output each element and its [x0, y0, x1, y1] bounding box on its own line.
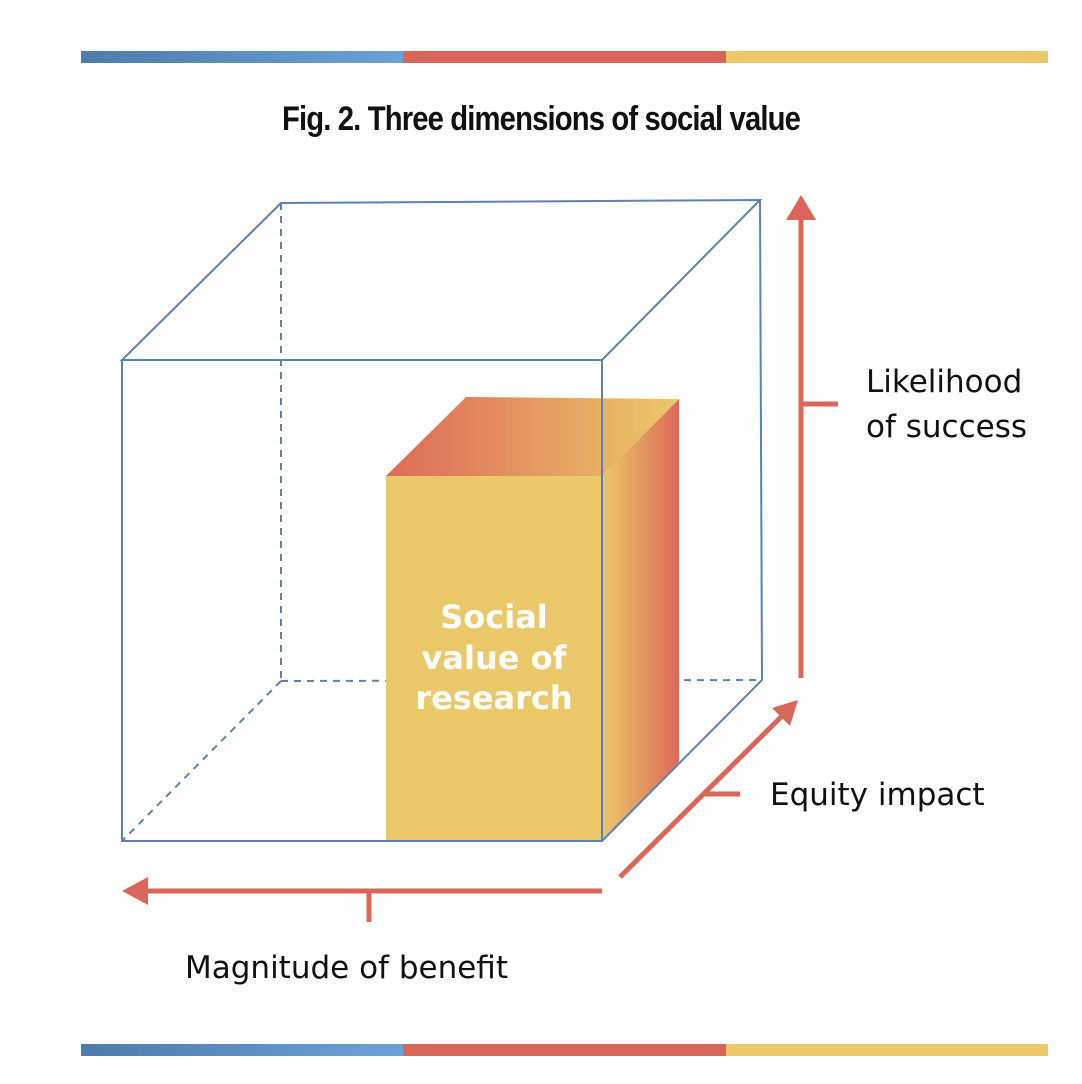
research-value-box: Social value of research [386, 397, 679, 841]
equity-axis-shaft [618, 714, 784, 879]
equity-axis-arrowhead [772, 700, 798, 726]
likelihood-axis [786, 195, 838, 678]
band-blue-segment [81, 1044, 404, 1056]
box-label-line-1: Social [440, 598, 548, 636]
bottom-color-band [81, 1044, 1048, 1056]
cube-hidden-depth-edge [121, 680, 282, 842]
cube-visible-edges [119, 198, 764, 842]
figure-title: Fig. 2. Three dimensions of social value [281, 100, 801, 138]
box-label-line-2: value of [422, 639, 568, 677]
magnitude-label: Magnitude of benefit [185, 950, 508, 986]
equity-axis [618, 700, 798, 879]
cube-right-face-edges [601, 199, 764, 842]
band-yellow-segment [725, 51, 1048, 63]
cube-top-face [119, 198, 763, 361]
box-top-face [386, 397, 679, 476]
magnitude-axis-arrowhead [122, 877, 148, 905]
box-side-face [602, 399, 679, 841]
band-red-segment [403, 51, 726, 63]
likelihood-axis-arrowhead [786, 195, 816, 220]
band-yellow-segment [725, 1044, 1048, 1056]
magnitude-axis [122, 877, 602, 922]
equity-label: Equity impact [770, 777, 985, 813]
likelihood-label-line-1: Likelihood [866, 364, 1022, 400]
top-color-band [81, 51, 1048, 63]
band-blue-segment [81, 51, 404, 63]
box-label-line-3: research [415, 679, 572, 717]
likelihood-label-line-2: of success [866, 409, 1027, 445]
band-red-segment [403, 1044, 726, 1056]
box-front-face [386, 476, 602, 841]
